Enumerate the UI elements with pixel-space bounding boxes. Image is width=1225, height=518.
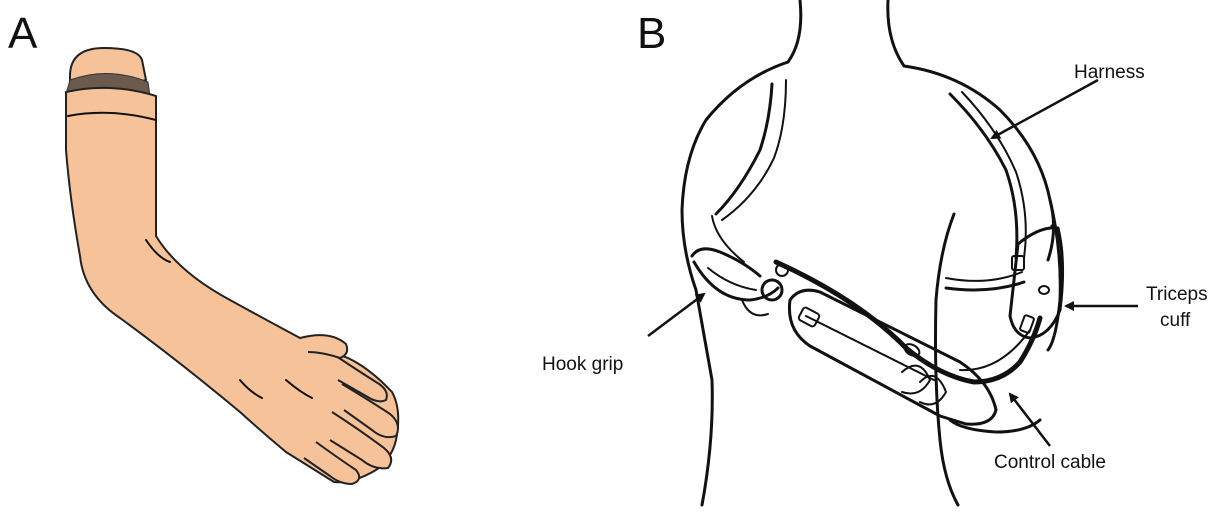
harness-straps (946, 92, 1026, 290)
hook-grip-arrow (648, 294, 704, 336)
panel-a-letter: A (8, 9, 38, 58)
harness-label: Harness (1074, 62, 1145, 83)
triceps-cuff (1010, 226, 1063, 338)
neck-left (788, 0, 801, 62)
forearm-socket-shell (789, 290, 996, 424)
cuff-rivet (1039, 286, 1049, 294)
chest-strap-inner (946, 272, 1022, 281)
forearm-socket (789, 290, 996, 424)
cable-anchor (1020, 315, 1035, 333)
right-shoulder-outline (904, 66, 1054, 260)
torso-outline (682, 0, 1060, 505)
neck-right (888, 0, 904, 66)
hook-grip-label: Hook grip (542, 354, 623, 375)
control-cable-label: Control cable (994, 452, 1106, 473)
panel-b-letter: B (637, 9, 666, 58)
harness-arrow (992, 80, 1098, 138)
wrist-ring-1 (902, 366, 930, 394)
control-cable-arrow (1010, 394, 1050, 446)
cosmetic-arm-prosthesis (66, 48, 398, 484)
socket-seam-line (806, 316, 934, 380)
hook-pivot (762, 280, 782, 300)
triceps-label-line2: cuff (1160, 310, 1191, 331)
left-harness-strap-inner (722, 80, 786, 220)
hook-rubber-band (742, 300, 768, 315)
left-harness-strap-outer (716, 84, 772, 214)
triceps-label-line1: Triceps (1146, 284, 1208, 305)
control-cable-front (776, 262, 908, 350)
harness-buckle (1012, 256, 1024, 270)
